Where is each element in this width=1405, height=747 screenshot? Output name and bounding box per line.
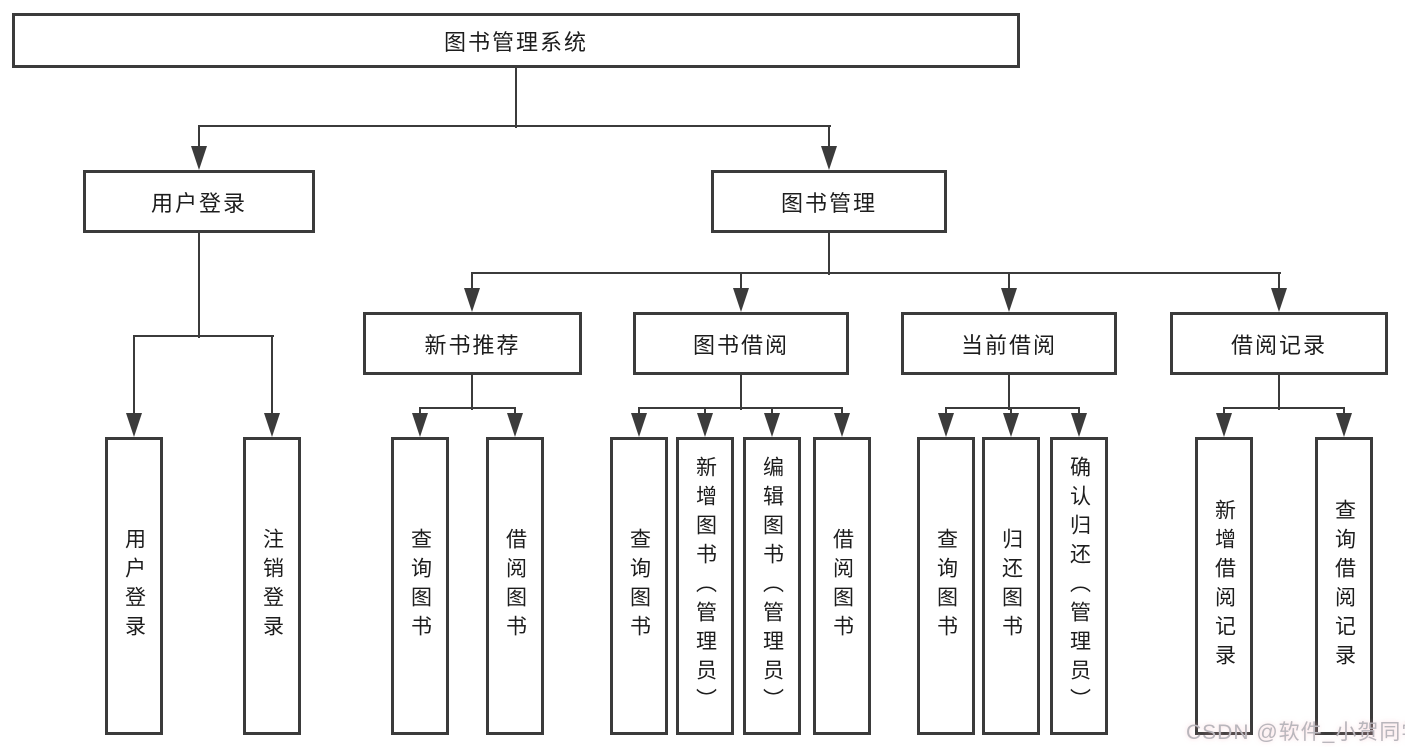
connector-line	[1078, 408, 1080, 417]
leaf-label: 查询借阅记录	[1332, 499, 1356, 673]
leaf-borrow-books: 借阅图书	[813, 437, 871, 735]
node-book-management: 图书管理	[711, 170, 947, 233]
leaf-borrow-books-recommend: 借阅图书	[486, 437, 544, 735]
node-borrow-records: 借阅记录	[1170, 312, 1388, 375]
leaf-add-borrow-record: 新增借阅记录	[1195, 437, 1253, 735]
connector-line	[828, 233, 830, 275]
arrowhead-icon	[1071, 413, 1087, 437]
connector-line	[945, 408, 947, 417]
connector-line	[1223, 408, 1225, 417]
arrowhead-icon	[631, 413, 647, 437]
arrowhead-icon	[1001, 288, 1017, 312]
node-user-login: 用户登录	[83, 170, 315, 233]
arrowhead-icon	[1216, 413, 1232, 437]
csdn-watermark: CSDN @软件_小贺同学	[1186, 721, 1405, 744]
leaf-query-books-current: 查询图书	[917, 437, 975, 735]
connector-line	[1008, 375, 1010, 410]
connector-line	[1010, 408, 1012, 417]
arrowhead-icon	[507, 413, 523, 437]
leaf-label: 查询图书	[934, 528, 958, 644]
leaf-label: 注销登录	[260, 528, 284, 644]
connector-line	[771, 408, 773, 417]
connector-line	[198, 233, 200, 338]
arrowhead-icon	[264, 413, 280, 437]
node-book-borrow: 图书借阅	[633, 312, 849, 375]
leaf-return-books: 归还图书	[982, 437, 1040, 735]
leaf-label: 查询图书	[408, 528, 432, 644]
connector-line	[198, 126, 200, 150]
leaf-label: 借阅图书	[830, 528, 854, 644]
connector-line	[1278, 273, 1280, 292]
arrowhead-icon	[834, 413, 850, 437]
leaf-label: 确认归还（管理员）	[1067, 455, 1091, 717]
arrowhead-icon	[1336, 413, 1352, 437]
connector-line	[1343, 408, 1345, 417]
connector-line	[841, 408, 843, 417]
leaf-query-borrow-record: 查询借阅记录	[1315, 437, 1373, 735]
connector-line	[945, 407, 1080, 409]
connector-line	[828, 126, 830, 150]
connector-line	[1223, 407, 1345, 409]
leaf-label: 借阅图书	[503, 528, 527, 644]
leaf-logout: 注销登录	[243, 437, 301, 735]
connector-line	[271, 336, 273, 417]
node-root: 图书管理系统	[12, 13, 1020, 68]
arrowhead-icon	[412, 413, 428, 437]
arrowhead-icon	[1003, 413, 1019, 437]
leaf-label: 查询图书	[627, 528, 651, 644]
connector-line	[514, 408, 516, 417]
node-new-book-recommend: 新书推荐	[363, 312, 582, 375]
leaf-label: 用户登录	[122, 528, 146, 644]
connector-line	[740, 273, 742, 292]
connector-line	[471, 272, 1281, 274]
connector-line	[740, 375, 742, 410]
connector-line	[471, 273, 473, 292]
leaf-query-books-borrow: 查询图书	[610, 437, 668, 735]
connector-line	[419, 408, 421, 417]
arrowhead-icon	[821, 146, 837, 170]
leaf-label: 新增借阅记录	[1212, 499, 1236, 673]
connector-line	[638, 408, 640, 417]
arrowhead-icon	[764, 413, 780, 437]
connector-line	[1008, 273, 1010, 292]
connector-line	[515, 68, 517, 128]
arrowhead-icon	[126, 413, 142, 437]
arrowhead-icon	[464, 288, 480, 312]
connector-line	[133, 336, 135, 417]
leaf-confirm-return-admin: 确认归还（管理员）	[1050, 437, 1108, 735]
leaf-query-books-recommend: 查询图书	[391, 437, 449, 735]
node-current-borrow: 当前借阅	[901, 312, 1117, 375]
connector-line	[471, 375, 473, 410]
arrowhead-icon	[938, 413, 954, 437]
leaf-label: 新增图书（管理员）	[693, 455, 717, 717]
arrowhead-icon	[1271, 288, 1287, 312]
leaf-add-books-admin: 新增图书（管理员）	[676, 437, 734, 735]
connector-line	[704, 408, 706, 417]
arrowhead-icon	[733, 288, 749, 312]
leaf-user-login: 用户登录	[105, 437, 163, 735]
connector-line	[1278, 375, 1280, 410]
connector-line	[419, 407, 516, 409]
leaf-label: 归还图书	[999, 528, 1023, 644]
arrowhead-icon	[697, 413, 713, 437]
connector-line	[133, 335, 274, 337]
connector-line	[198, 125, 831, 127]
leaf-label: 编辑图书（管理员）	[760, 455, 784, 717]
arrowhead-icon	[191, 146, 207, 170]
leaf-edit-books-admin: 编辑图书（管理员）	[743, 437, 801, 735]
